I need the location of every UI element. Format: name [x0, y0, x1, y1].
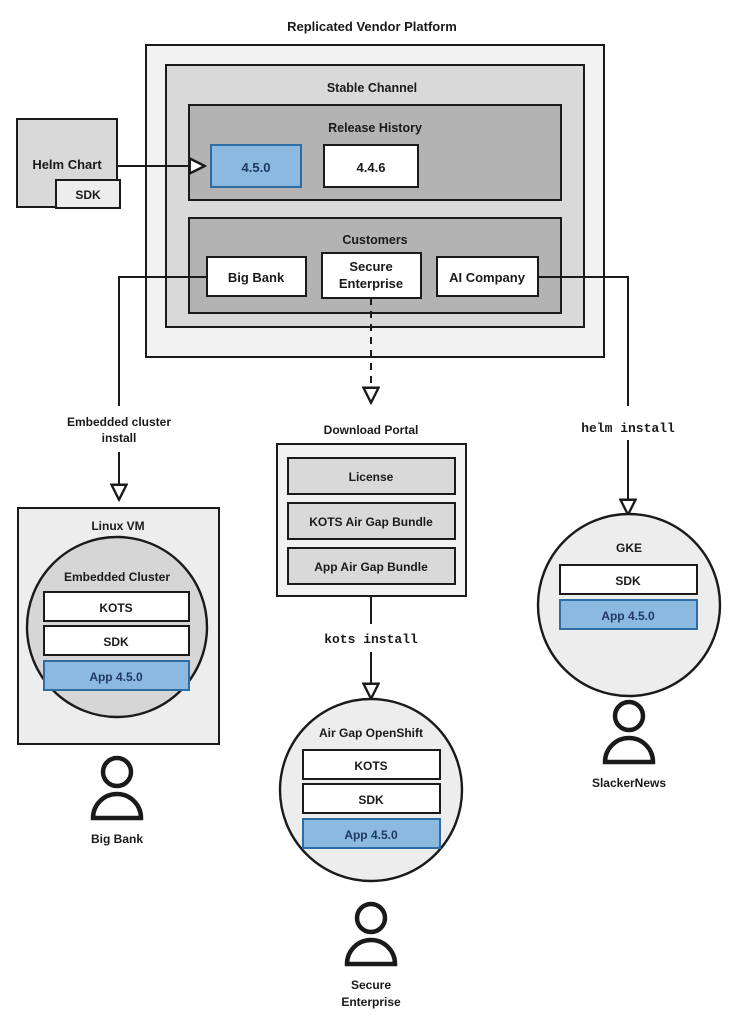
- persona-big-bank-label: Big Bank: [91, 832, 143, 846]
- gke-sdk-box[interactable]: [559, 564, 698, 595]
- artifact-kots-airgap-box[interactable]: [287, 502, 456, 540]
- linux-vm-app-box[interactable]: [43, 660, 190, 691]
- release-history-label: Release History: [328, 121, 422, 135]
- connector-ai-company-to-helm: [538, 276, 629, 406]
- persona-secure-enterprise-label-line2: Enterprise: [341, 995, 401, 1009]
- person-head-icon: [100, 755, 134, 789]
- helm-chart-sdk-box[interactable]: [55, 179, 121, 209]
- artifact-app-airgap-label: App Air Gap Bundle: [314, 560, 428, 574]
- release-4-4-6-label: 4.4.6: [357, 160, 386, 175]
- linux-vm-kots-label: KOTS: [99, 601, 132, 615]
- artifact-kots-airgap-label: KOTS Air Gap Bundle: [309, 515, 433, 529]
- person-body-icon: [344, 937, 398, 967]
- person-body-icon: [602, 735, 656, 765]
- openshift-app-box[interactable]: [302, 818, 441, 849]
- gke-label: GKE: [616, 541, 642, 555]
- persona-secure-enterprise-label-line1: Secure: [351, 978, 391, 992]
- customer-big-bank-box[interactable]: [206, 256, 307, 297]
- persona-big-bank: [90, 755, 144, 821]
- linux-vm-kots-box[interactable]: [43, 591, 190, 622]
- openshift-kots-box[interactable]: [302, 749, 441, 780]
- customer-big-bank-label: Big Bank: [228, 270, 285, 285]
- openshift-sdk-box[interactable]: [302, 783, 441, 814]
- customers-label: Customers: [342, 233, 407, 247]
- artifact-app-airgap-box[interactable]: [287, 547, 456, 585]
- persona-slackernews-label: SlackerNews: [592, 776, 666, 790]
- linux-vm-sdk-box[interactable]: [43, 625, 190, 656]
- person-body-icon: [90, 791, 144, 821]
- customer-secure-enterprise-label-line2: Enterprise: [339, 276, 403, 291]
- customer-ai-company-box[interactable]: [436, 256, 539, 297]
- connector-big-bank-to-embedded: [118, 276, 207, 406]
- customer-secure-enterprise-label-line1: Secure: [349, 259, 392, 274]
- openshift-kots-label: KOTS: [354, 759, 387, 773]
- persona-secure-enterprise: [344, 901, 398, 967]
- helm-chart-label: Helm Chart: [32, 157, 102, 172]
- release-4-4-6-box[interactable]: [323, 144, 419, 188]
- kots-install-label: kots install: [324, 632, 418, 647]
- openshift-app-label: App 4.5.0: [344, 828, 398, 842]
- person-head-icon: [612, 699, 646, 733]
- gke-app-label: App 4.5.0: [601, 609, 655, 623]
- download-portal-label: Download Portal: [324, 423, 419, 437]
- customer-ai-company-label: AI Company: [449, 270, 526, 285]
- gke-sdk-label: SDK: [615, 574, 641, 588]
- openshift-sdk-label: SDK: [358, 793, 384, 807]
- helm-install-label: helm install: [581, 421, 675, 436]
- air-gap-openshift-label: Air Gap OpenShift: [319, 726, 423, 740]
- embedded-cluster-label: Embedded Cluster: [64, 570, 170, 584]
- artifact-license-box[interactable]: [287, 457, 456, 495]
- gke-app-box[interactable]: [559, 599, 698, 630]
- customer-secure-enterprise-box[interactable]: [321, 252, 422, 299]
- linux-vm-sdk-label: SDK: [103, 635, 129, 649]
- helm-chart-sdk-label: SDK: [75, 188, 101, 202]
- stable-channel-label: Stable Channel: [327, 81, 417, 95]
- embedded-install-label-line2: install: [102, 431, 137, 445]
- persona-slackernews: [602, 699, 656, 765]
- embedded-install-label-line1: Embedded cluster: [67, 415, 171, 429]
- release-4-5-0-box[interactable]: [210, 144, 302, 188]
- page-title: Replicated Vendor Platform: [287, 19, 457, 34]
- artifact-license-label: License: [349, 470, 394, 484]
- release-4-5-0-label: 4.5.0: [242, 160, 271, 175]
- person-head-icon: [354, 901, 388, 935]
- linux-vm-app-label: App 4.5.0: [89, 670, 143, 684]
- linux-vm-label: Linux VM: [91, 519, 144, 533]
